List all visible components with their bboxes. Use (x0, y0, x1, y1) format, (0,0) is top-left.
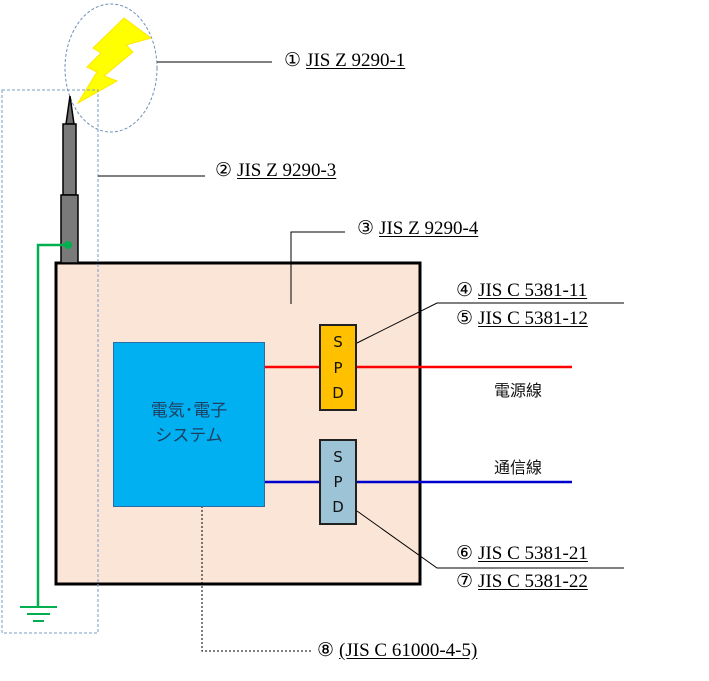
leader-6-7 (356, 510, 624, 569)
label-6-code: JIS C 5381-21 (478, 543, 588, 564)
ground-wire (36, 243, 68, 606)
electrical-system-label: 電気･電子 システム (114, 399, 264, 449)
leader-3 (290, 231, 345, 304)
spd-power-letter-s: S (333, 333, 343, 352)
label-2-code: JIS Z 9290-3 (237, 160, 337, 181)
label-4-number: ④ (456, 280, 474, 301)
label-2-number: ② (215, 160, 233, 181)
comm-line-label: 通信線 (494, 458, 543, 477)
label-5-code: JIS C 5381-12 (478, 308, 588, 329)
system-label-line1: 電気･電子 (150, 401, 228, 421)
label-8-code: (JIS C 61000-4-5) (339, 640, 478, 661)
label-7-number: ⑦ (456, 571, 474, 592)
label-6-number: ⑥ (456, 543, 474, 564)
lightning-zone-ellipse (64, 3, 158, 133)
label-4-code: JIS C 5381-11 (478, 280, 588, 301)
label-3-code: JIS Z 9290-4 (379, 218, 479, 239)
ground-wire-junction (64, 241, 72, 249)
label-5-number: ⑤ (456, 308, 474, 329)
label-3-number: ③ (357, 218, 375, 239)
ground-symbol-icon (20, 606, 57, 622)
lightning-rod (60, 95, 79, 264)
protection-zone (1, 89, 99, 634)
leader-8 (201, 490, 313, 652)
spd-power: S P D (319, 324, 357, 411)
spd-comm-letter-s: S (333, 448, 343, 466)
power-line-label: 電源線 (494, 381, 543, 400)
label-8-number: ⑧ (317, 640, 335, 661)
system-label-line2: システム (155, 426, 223, 446)
electrical-system-box: 電気･電子 システム (113, 342, 265, 507)
label-8: ⑧(JIS C 61000-4-5) (317, 640, 477, 662)
spd-comm: S P D (319, 439, 357, 525)
leader-4-5 (356, 302, 624, 344)
label-1-number: ① (284, 50, 302, 71)
spd-comm-letter-p: P (333, 473, 343, 491)
spd-comm-letter-d: D (332, 498, 344, 516)
spd-power-letter-p: P (333, 358, 343, 377)
spd-power-letter-d: D (332, 383, 344, 402)
label-1-code: JIS Z 9290-1 (306, 50, 406, 71)
label-7-code: JIS C 5381-22 (478, 571, 588, 592)
